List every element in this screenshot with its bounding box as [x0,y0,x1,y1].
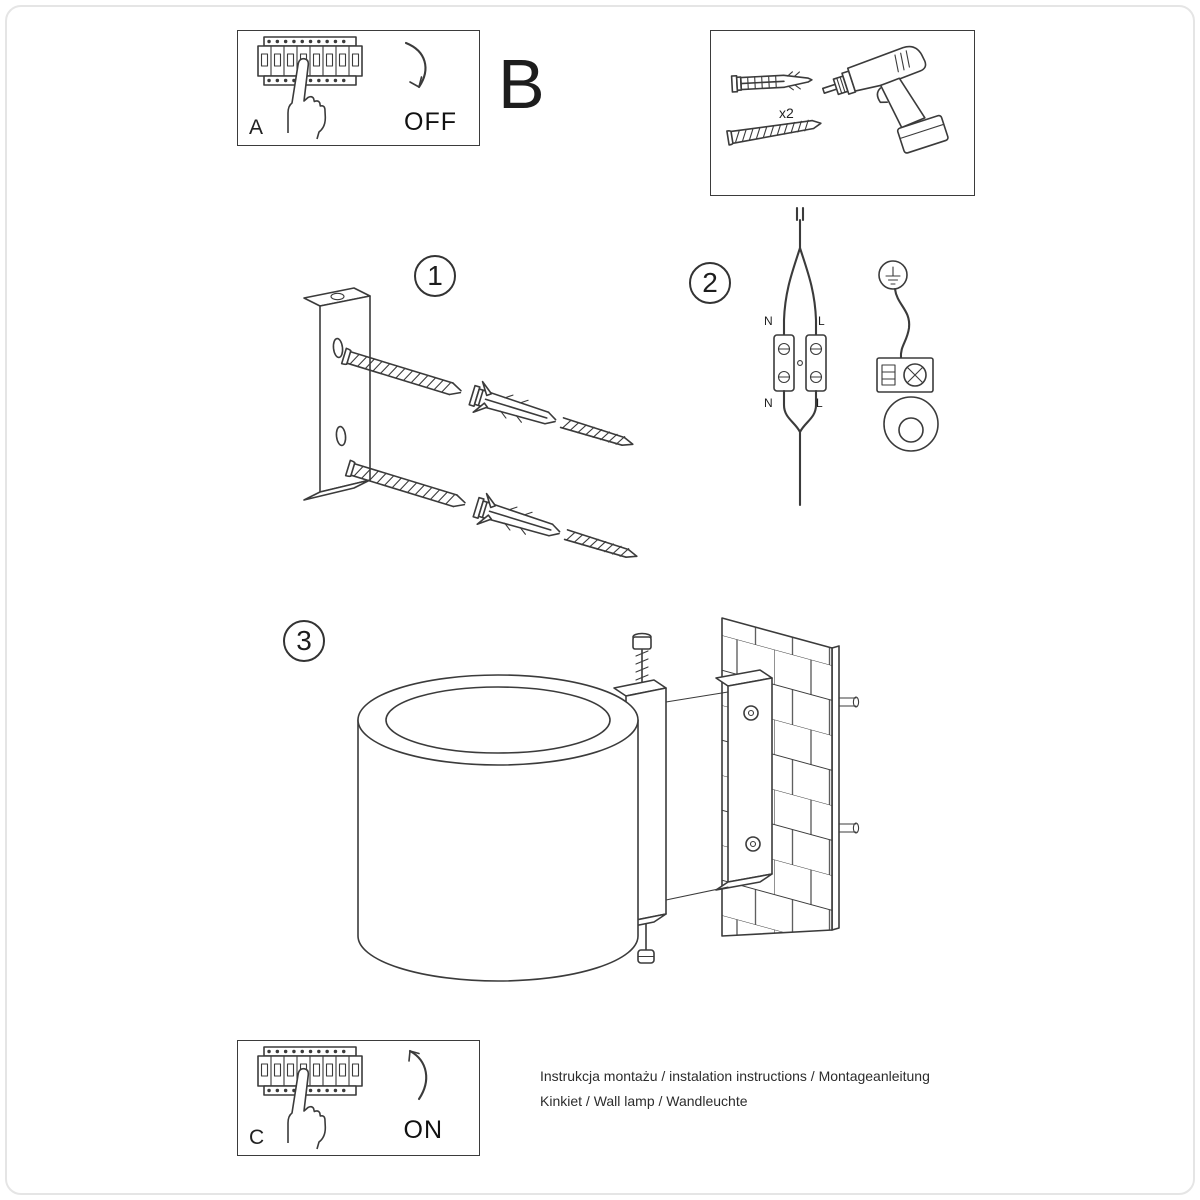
switch-up-arrow-icon [408,1049,428,1101]
mounting-bracket-icon [303,287,371,501]
step-3-illustration [357,617,860,982]
wall-bracket-icon [715,669,773,891]
earth-ground-icon [878,260,911,360]
footer-line-1: Instrukcja montażu / instalation instruc… [540,1068,930,1084]
screw-and-plug-top [338,339,639,461]
section-b-label: B [498,45,545,123]
ground-clamp-icon [876,357,939,452]
panel-power-on: C ON [237,1040,480,1156]
wire-label-n-bottom: N [764,396,773,410]
panel-c-label: C [249,1126,265,1149]
power-off-label: OFF [404,108,457,136]
step-1-illustration [303,287,643,573]
breaker-off-illustration [256,35,427,141]
step-3-number: 3 [283,620,325,662]
wire-label-n-top: N [764,314,773,328]
wall-plug-icon [730,71,813,93]
step-1-number: 1 [414,255,456,297]
hardware-illustration [726,45,949,154]
page-border [5,5,1195,1195]
drill-icon [821,45,949,154]
assembly-guide-lines [665,691,729,901]
wire-label-l-top: L [818,314,825,328]
panel-hardware: x2 [710,30,975,196]
footer-text: Instrukcja montażu / instalation instruc… [540,1064,930,1114]
hardware-quantity: x2 [779,105,794,121]
wire-label-l-bottom: L [816,396,823,410]
circuit-breaker-icon [256,1045,364,1151]
screw-icon [726,119,822,146]
footer-line-2: Kinkiet / Wall lamp / Wandleuchte [540,1093,748,1109]
step-2-illustration [773,206,939,507]
breaker-on-illustration [256,1045,428,1151]
terminal-block-wiring [773,206,827,507]
lamp-shade-icon [357,674,639,982]
circuit-breaker-icon [256,35,364,141]
screw-and-plug-bottom [342,451,643,573]
panel-a-label: A [249,116,264,139]
switch-down-arrow-icon [404,41,427,89]
power-on-label: ON [403,1116,443,1144]
panel-power-off: A OFF [237,30,480,146]
wall-screws-icon [838,696,860,834]
step-2-number: 2 [689,262,731,304]
